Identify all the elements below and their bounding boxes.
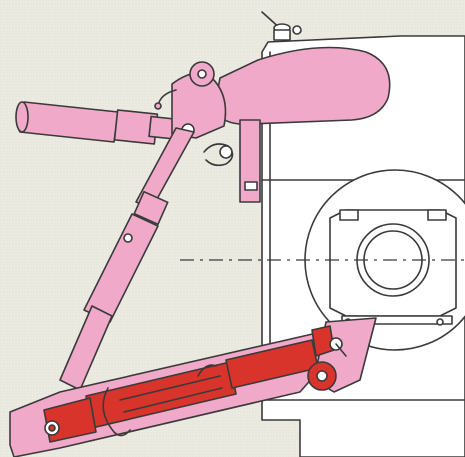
lift-rod (59, 127, 195, 391)
linch-pin-clip (203, 143, 234, 167)
lift-arm-head (154, 61, 234, 167)
lift-rod-adjuster (133, 190, 169, 226)
mount-bolt-b (436, 318, 444, 326)
linch-pin-ring (219, 145, 233, 159)
axle-block-lug-right (427, 209, 447, 221)
cylinder-rear-pin-hole (48, 424, 56, 432)
cylinder-front-yoke (307, 317, 377, 393)
top-link-bracket-arm (213, 46, 391, 126)
cylinder-u-clamp (102, 387, 131, 437)
yoke-roller-hub (316, 370, 328, 382)
lift-arm-head-body (171, 72, 227, 139)
lift-arm-hook-end (154, 102, 162, 110)
lift-arm-pivot-pin (197, 69, 207, 79)
cylinder-rear-clamp (197, 364, 217, 377)
wing-bolt-icon (261, 11, 302, 41)
yoke-clevis-pin-rod (335, 343, 347, 357)
bracket-plate-bolt (244, 181, 258, 191)
lift-shaft-end (15, 101, 29, 133)
axle-block-lug-left (339, 209, 359, 221)
lift-rod-side-bolt (123, 233, 133, 243)
hydraulic-cylinder (43, 339, 319, 443)
cylinder-marking-2 (123, 387, 223, 413)
cylinder-marking-1 (119, 375, 221, 401)
